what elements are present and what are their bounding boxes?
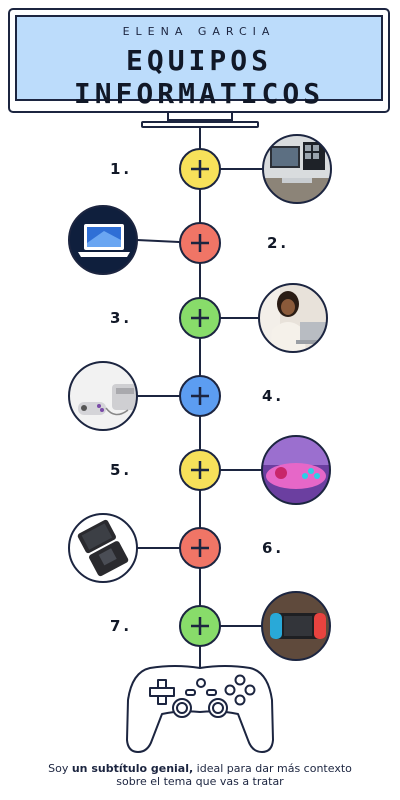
handheld-console-icon xyxy=(68,513,138,583)
subtitle-line-1: Soy un subtítulo genial, ideal para dar … xyxy=(48,762,352,775)
step-number-5: 5. xyxy=(110,461,133,479)
title-line-2: INFORMATICOS xyxy=(73,77,325,110)
step-number-7: 7. xyxy=(110,617,133,635)
plus-icon xyxy=(191,461,209,479)
author-name: ELENA GARCIA xyxy=(122,25,276,38)
plus-icon xyxy=(191,539,209,557)
timeline-node-1[interactable] xyxy=(179,148,221,190)
timeline-node-6[interactable] xyxy=(179,527,221,569)
plus-icon xyxy=(191,387,209,405)
timeline-node-2[interactable] xyxy=(179,222,221,264)
pink-gamepad-photo xyxy=(261,435,331,505)
computer-setup-photo xyxy=(262,134,332,204)
page-title: EQUIPOS INFORMATICOS xyxy=(17,44,381,110)
timeline-node-7[interactable] xyxy=(179,605,221,647)
gamepad-icon xyxy=(126,665,274,753)
plus-icon xyxy=(191,160,209,178)
monitor-screen: ELENA GARCIA EQUIPOS INFORMATICOS xyxy=(15,15,383,110)
retro-console-photo xyxy=(68,361,138,431)
monitor-base xyxy=(141,121,259,128)
subtitle-line-2: sobre el tema que vas a tratar xyxy=(116,775,284,788)
step-number-1: 1. xyxy=(110,160,133,178)
timeline-node-3[interactable] xyxy=(179,297,221,339)
step-number-2: 2. xyxy=(267,234,290,252)
monitor-neck xyxy=(167,113,233,121)
step-number-6: 6. xyxy=(262,539,285,557)
switch-console-photo xyxy=(261,591,331,661)
step-number-4: 4. xyxy=(262,387,285,405)
plus-icon xyxy=(191,309,209,327)
woman-at-laptop-photo xyxy=(258,283,328,353)
timeline-node-5[interactable] xyxy=(179,449,221,491)
timeline-node-4[interactable] xyxy=(179,375,221,417)
step-number-3: 3. xyxy=(110,309,133,327)
subtitle: Soy un subtítulo genial, ideal para dar … xyxy=(0,762,400,788)
laptop-icon xyxy=(68,205,138,275)
plus-icon xyxy=(191,617,209,635)
monitor-frame: ELENA GARCIA EQUIPOS INFORMATICOS xyxy=(8,8,390,113)
plus-icon xyxy=(191,234,209,252)
title-line-1: EQUIPOS xyxy=(125,44,272,77)
